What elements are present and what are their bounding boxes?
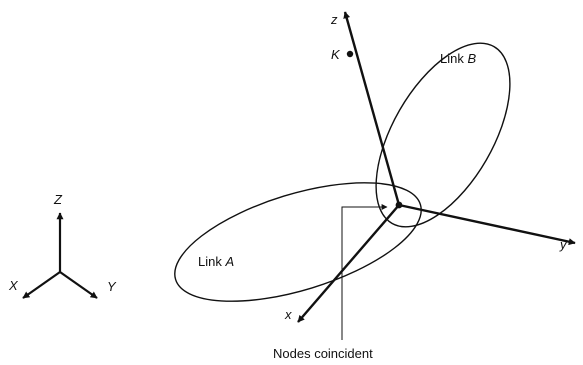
link-b-name: Link — [440, 51, 464, 66]
link-b-ellipse — [375, 42, 511, 228]
callout-leader — [341, 204, 388, 340]
local-z-label: z — [330, 12, 338, 27]
link-b-letter: B — [467, 51, 476, 66]
local-z-axis — [343, 11, 401, 206]
link-a-name: Link — [198, 254, 222, 269]
callout-label: Nodes coincident — [273, 346, 373, 361]
link-b-label: Link B — [440, 51, 476, 66]
local-x-label: x — [284, 307, 292, 322]
local-x-axis — [297, 204, 400, 323]
global-z-label: Z — [53, 192, 63, 207]
link-a-letter: A — [224, 254, 234, 269]
global-y-label: Y — [107, 279, 117, 294]
local-y-axis — [398, 203, 576, 246]
node-marker — [395, 201, 403, 209]
local-triad — [297, 11, 576, 323]
global-x-label: X — [8, 278, 19, 293]
global-triad — [22, 212, 98, 299]
global-x-axis — [22, 271, 61, 299]
link-a-label: Link A — [198, 254, 234, 269]
point-k-marker — [346, 50, 354, 58]
global-y-axis — [59, 271, 98, 299]
local-y-label: y — [559, 237, 568, 252]
point-k-label: K — [331, 47, 341, 62]
link-a-ellipse — [174, 182, 422, 302]
